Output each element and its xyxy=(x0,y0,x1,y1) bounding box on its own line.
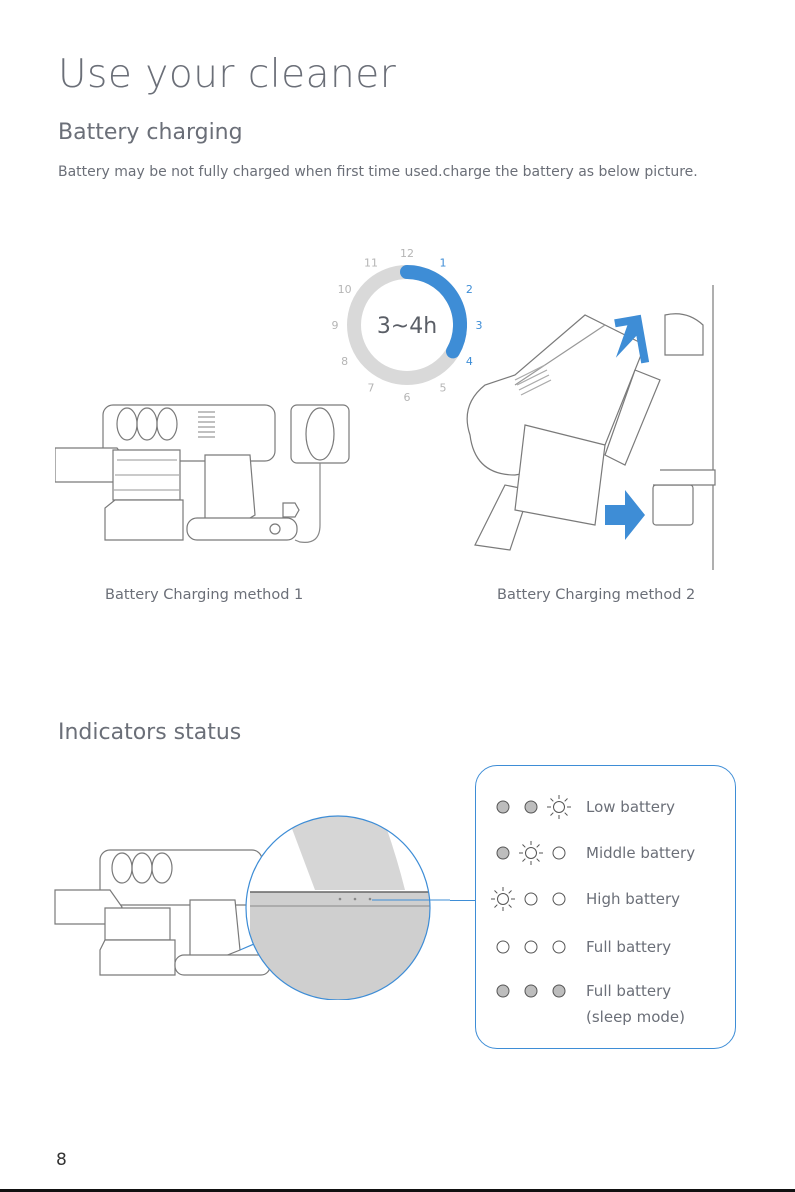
indicator-label-text: Full battery xyxy=(586,982,672,1000)
clock-hour-4: 4 xyxy=(466,355,473,368)
indicator-row: Middle battery xyxy=(476,840,735,868)
led-solid-icon xyxy=(496,846,510,860)
clock-hour-3: 3 xyxy=(476,319,483,332)
led-off-icon xyxy=(552,846,566,860)
indicator-label-subtext: (sleep mode) xyxy=(586,1008,685,1026)
led-off-icon xyxy=(552,892,566,906)
indicator-row: Full battery xyxy=(476,934,735,962)
charging-time-label: 3~4h xyxy=(377,314,437,339)
bottom-rule xyxy=(0,1189,795,1192)
led-blinking-icon xyxy=(519,841,543,865)
clock-hour-10: 10 xyxy=(338,283,352,296)
method1-caption: Battery Charging method 1 xyxy=(105,587,304,603)
zoom-connector-line xyxy=(450,900,475,901)
indicator-location-illustration xyxy=(54,815,450,1000)
clock-hour-7: 7 xyxy=(368,381,375,394)
led-solid-icon xyxy=(496,984,510,998)
intro-text: Battery may be not fully charged when fi… xyxy=(58,164,698,180)
clock-hour-5: 5 xyxy=(440,381,447,394)
clock-hour-6: 6 xyxy=(404,391,411,404)
clock-hour-12: 12 xyxy=(400,247,414,260)
indicator-row: Full battery (sleep mode) xyxy=(476,978,735,1026)
indicator-label: Full battery xyxy=(586,936,671,958)
vacuum-charging-method2-illustration xyxy=(466,285,716,570)
indicator-label: High battery xyxy=(586,888,680,910)
page-title: Use your cleaner xyxy=(58,52,397,97)
indicator-label: Full battery (sleep mode) xyxy=(586,980,685,1028)
led-solid-icon xyxy=(524,984,538,998)
indicator-label-text: High battery xyxy=(586,890,680,908)
indicator-label-text: Middle battery xyxy=(586,844,696,862)
led-off-icon xyxy=(524,892,538,906)
led-blinking-icon xyxy=(547,795,571,819)
indicator-label-text: Low battery xyxy=(586,798,676,816)
vacuum-charging-method1-illustration xyxy=(55,404,350,543)
method2-caption: Battery Charging method 2 xyxy=(497,587,696,603)
led-off-icon xyxy=(552,940,566,954)
clock-hour-9: 9 xyxy=(332,319,339,332)
led-solid-icon xyxy=(524,800,538,814)
led-solid-icon xyxy=(552,984,566,998)
page-number: 8 xyxy=(56,1150,67,1170)
indicator-label: Low battery xyxy=(586,796,675,818)
led-blinking-icon xyxy=(491,887,515,911)
indicator-label-text: Full battery xyxy=(586,938,672,956)
zoom-circle xyxy=(245,815,431,1000)
clock-charged-arc xyxy=(400,265,468,359)
clock-hour-11: 11 xyxy=(364,257,378,270)
section-heading-battery-charging: Battery charging xyxy=(58,120,243,145)
indicator-row: Low battery xyxy=(476,794,735,822)
led-off-icon xyxy=(496,940,510,954)
clock-hour-1: 1 xyxy=(440,257,447,270)
led-off-icon xyxy=(524,940,538,954)
clock-hour-8: 8 xyxy=(341,355,348,368)
led-solid-icon xyxy=(496,800,510,814)
section-heading-indicators-status: Indicators status xyxy=(58,720,242,745)
indicator-label: Middle battery xyxy=(586,842,695,864)
indicator-row: High battery xyxy=(476,886,735,914)
clock-hour-2: 2 xyxy=(466,283,473,296)
